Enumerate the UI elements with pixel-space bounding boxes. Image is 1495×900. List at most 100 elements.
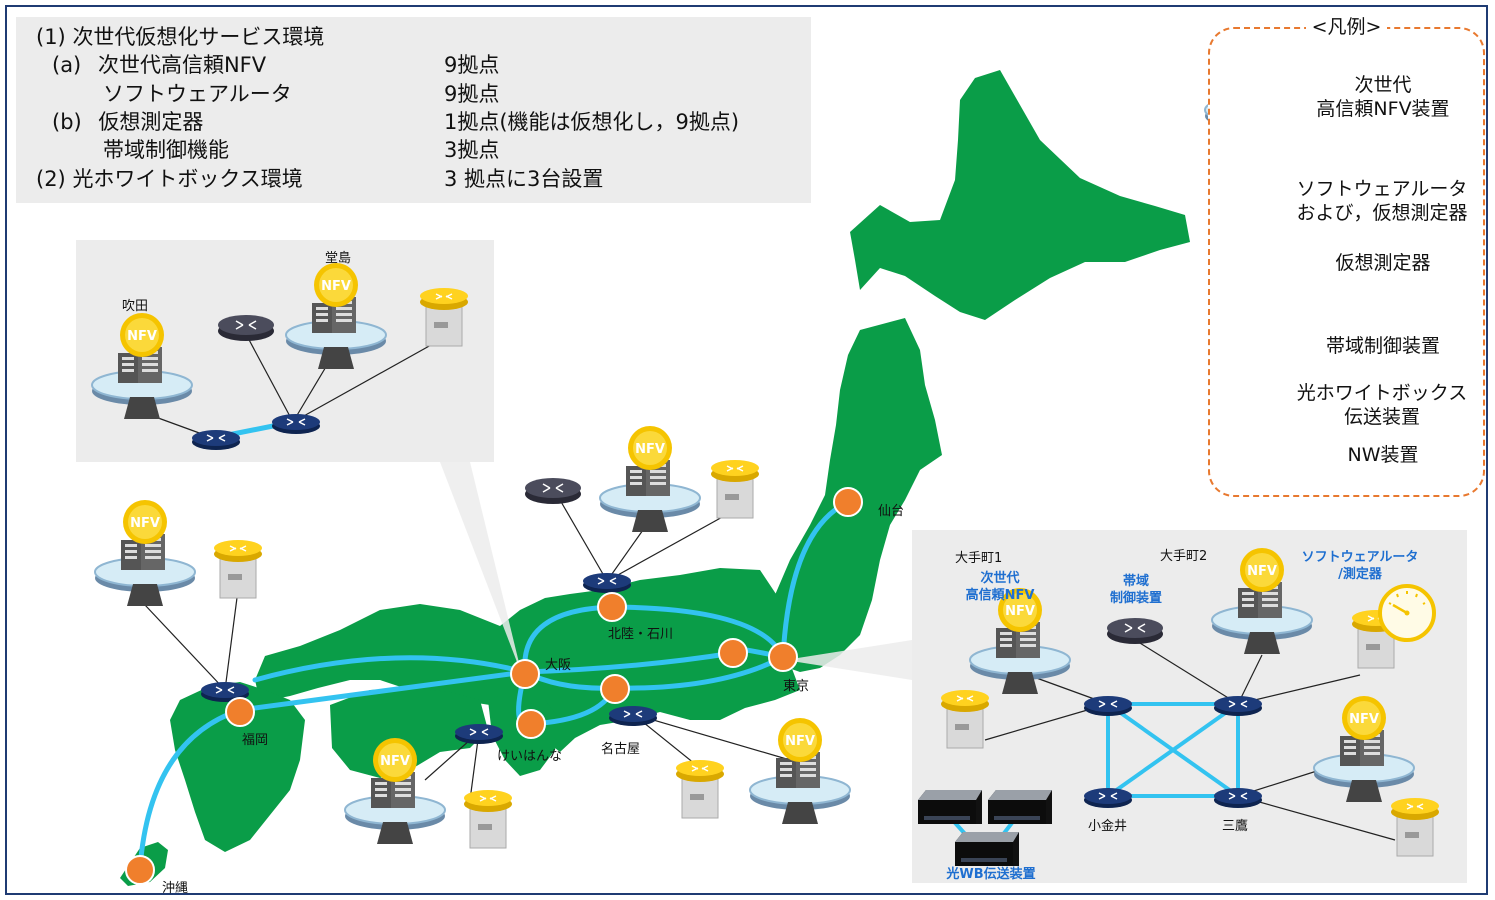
hokuriku-label: 北陸・石川: [608, 627, 674, 642]
suita-nw-device-icon: [191, 429, 241, 451]
summary-row-2-label: 次世代高信頼NFV: [97, 53, 267, 77]
dojima-bandwidth-control-icon: [217, 314, 275, 342]
otemachi1-software-router-icon: [940, 689, 990, 749]
hokuriku-nfv-server-icon: [599, 425, 701, 533]
suita-label: 吹田: [122, 299, 149, 314]
summary-row-6: (2) 光ホワイトボックス環境: [36, 166, 303, 192]
summary-row-6-value: 3 拠点に3台設置: [444, 167, 604, 191]
outer-frame: [5, 5, 1488, 895]
otemachi2-label: 大手町2: [1160, 549, 1208, 564]
fukuoka-nfv-server-icon: [94, 499, 196, 607]
summary-row-5-label: 帯域制御機能: [103, 138, 229, 162]
otemachi1-nfv-label-line2: 高信頼NFV: [965, 588, 1035, 603]
summary-row-2: (a) 次世代高信頼NFV: [52, 52, 266, 78]
summary-row-4-num: (b): [52, 110, 82, 134]
osaka-node: [510, 659, 540, 689]
dojima-software-router-icon: [419, 287, 469, 347]
otemachi2-nw-device-icon: [1213, 695, 1263, 717]
legend-item-nfv: 次世代 高信頼NFV装置: [1288, 73, 1478, 121]
right-inset-links: [984, 639, 1396, 841]
fukuoka-node: [225, 697, 255, 727]
summary-row-6-num: (2): [36, 167, 66, 191]
summary-row-2-value: 9拠点: [444, 53, 500, 77]
osaka-label: 大阪: [545, 658, 572, 673]
dojima-nw-device-icon: [271, 413, 321, 435]
mitaka-software-router-icon: [1390, 797, 1440, 857]
summary-row-1-label: 次世代仮想化サービス環境: [72, 25, 325, 49]
otemachi2-bw-label-line2: 制御装置: [1109, 591, 1162, 606]
otemachi2-bw-label-line1: 帯域: [1122, 574, 1149, 589]
hokkaido-shape: [850, 70, 1190, 320]
mitaka-nw-device-icon: [1213, 787, 1263, 809]
nagoya-nfv-server-icon: [749, 717, 851, 825]
otemachi2-gauge-icon: [1378, 584, 1436, 642]
summary-row-5-value: 3拠点: [444, 138, 500, 162]
legend-item-software-router-line2: および，仮想測定器: [1296, 202, 1468, 224]
legend-item-nw-device: NW装置: [1347, 444, 1419, 466]
nagoya-label: 名古屋: [601, 742, 641, 757]
koganei-label: 小金井: [1088, 819, 1128, 834]
legend-item-optical-whitebox: 光ホワイトボックス 伝送装置: [1280, 381, 1484, 429]
site-nodes: [125, 487, 863, 885]
okinawa-label: 沖縄: [162, 881, 189, 896]
summary-row-2-num: (a): [52, 53, 82, 77]
legend-item-nfv-line1: 次世代: [1354, 74, 1412, 96]
summary-row-3-label: ソフトウェアルータ: [103, 82, 292, 106]
dojima-label: 堂島: [325, 251, 352, 266]
summary-row-1: (1) 次世代仮想化サービス環境: [36, 24, 324, 50]
otemachi1-label: 大手町1: [955, 551, 1003, 566]
optical-whitebox-1-icon: [918, 790, 982, 824]
shikoku-shape: [330, 688, 488, 778]
optical-whitebox-3-icon: [955, 832, 1019, 866]
koganei-nw-device-icon: [1083, 787, 1133, 809]
hokuriku-nw-device-icon: [582, 572, 632, 594]
sendai-node: [833, 487, 863, 517]
summary-panel: (1) 次世代仮想化サービス環境 (a) 次世代高信頼NFV 9拠点 ソフトウェ…: [16, 17, 811, 203]
sendai-label: 仙台: [878, 504, 905, 519]
otemachi1-nfv-label: 次世代 高信頼NFV: [960, 570, 1040, 604]
left-inset-callout: [440, 462, 522, 675]
hokuriku-software-router-icon: [710, 459, 760, 519]
legend-title: <凡例>: [1210, 15, 1483, 39]
legend-item-software-router: ソフトウェアルータ および，仮想測定器: [1280, 177, 1484, 225]
nagoya-node: [600, 674, 630, 704]
summary-row-4: (b) 仮想測定器: [52, 109, 203, 135]
otemachi2-sw-label: ソフトウェアルータ /測定器: [1290, 549, 1430, 583]
legend-title-text: <凡例>: [1305, 16, 1388, 38]
tokyo2-node: [718, 638, 748, 668]
optical-wb-label: 光WB伝送装置: [946, 867, 1036, 882]
legend-item-optical-whitebox-line1: 光ホワイトボックス: [1296, 382, 1468, 404]
mitaka-label: 三鷹: [1222, 819, 1249, 834]
fukuoka-label: 福岡: [242, 733, 269, 748]
tokyo-label: 東京: [783, 679, 810, 694]
legend-item-nfv-line2: 高信頼NFV装置: [1316, 98, 1450, 120]
nagoya-nw-device-icon: [608, 705, 658, 727]
otemachi1-nfv-label-line1: 次世代: [980, 571, 1020, 586]
right-inset-callout: [785, 640, 912, 680]
otemachi2-sw-label-line1: ソフトウェアルータ: [1301, 550, 1419, 565]
legend-item-optical-whitebox-line2: 伝送装置: [1343, 406, 1420, 428]
otemachi2-bw-label: 帯域 制御装置: [1096, 573, 1176, 607]
keihanna-nw-device-icon: [454, 723, 504, 745]
summary-row-1-num: (1): [36, 25, 66, 49]
fukuoka-software-router-icon: [213, 539, 263, 599]
keihanna-software-router-icon: [463, 789, 513, 849]
nagoya-software-router-icon: [675, 759, 725, 819]
otemachi2-sw-label-line2: /測定器: [1338, 567, 1382, 582]
legend-item-gauge: 仮想測定器: [1335, 252, 1431, 274]
summary-row-4-value: 1拠点(機能は仮想化し，9拠点): [444, 110, 740, 134]
summary-row-6-label: 光ホワイトボックス環境: [72, 167, 303, 191]
keihanna-node: [516, 709, 546, 739]
otemachi2-bandwidth-control-icon: [1106, 617, 1164, 645]
tokyo-node: [768, 642, 798, 672]
otemachi1-nw-device-icon: [1083, 695, 1133, 717]
legend-item-software-router-line1: ソフトウェアルータ: [1296, 178, 1468, 200]
keihanna-label: けいはんな: [497, 749, 563, 764]
hokuriku-node: [597, 592, 627, 622]
kyushu-shape: [170, 682, 305, 852]
summary-row-4-label: 仮想測定器: [98, 110, 204, 134]
optical-whitebox-2-icon: [988, 790, 1052, 824]
legend-panel: <凡例> 次世代 高信頼NFV装置 ソフトウェアルータ および，仮想測定器 仮想…: [1208, 16, 1485, 497]
okinawa-node: [125, 855, 155, 885]
